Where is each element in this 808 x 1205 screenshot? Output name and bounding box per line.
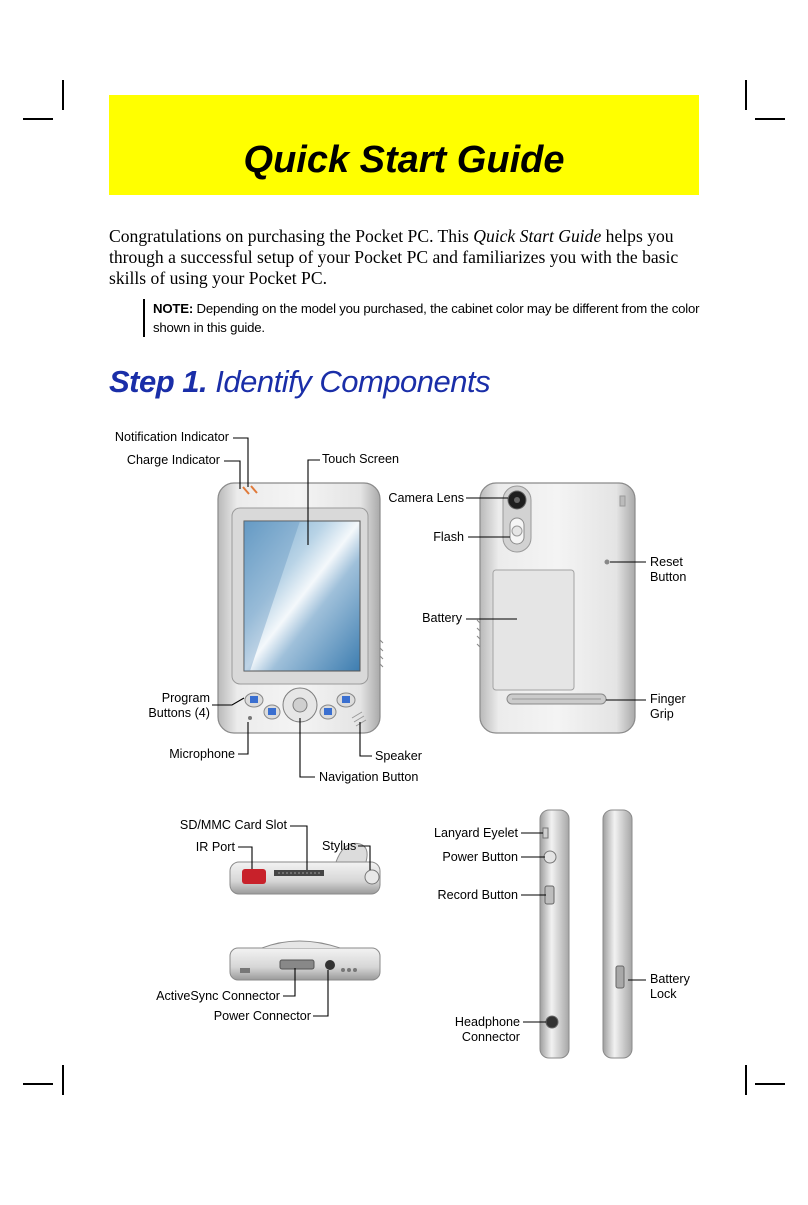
label-program-buttons: Program Buttons (4) bbox=[148, 691, 210, 720]
label-ir-port: IR Port bbox=[195, 840, 235, 854]
label-power-button: Power Button bbox=[442, 850, 518, 864]
label-power-connector: Power Connector bbox=[213, 1009, 311, 1023]
label-camera-lens: Camera Lens bbox=[388, 491, 464, 505]
label-speaker: Speaker bbox=[375, 749, 422, 763]
label-lanyard-eyelet: Lanyard Eyelet bbox=[433, 826, 518, 840]
label-record-button: Record Button bbox=[437, 888, 518, 902]
note-text: Depending on the model you purchased, th… bbox=[153, 301, 700, 335]
crop-mark-top-left-h bbox=[23, 118, 53, 120]
leader-lines bbox=[212, 437, 646, 1023]
step-number: Step 1. bbox=[109, 364, 208, 399]
label-stylus: Stylus bbox=[322, 839, 357, 853]
label-finger-grip: Finger Grip bbox=[650, 692, 686, 721]
label-battery: Battery bbox=[422, 611, 462, 625]
label-reset-button: Reset Button bbox=[650, 555, 687, 584]
label-sd-mmc-card-slot: SD/MMC Card Slot bbox=[179, 818, 287, 832]
title-banner: Quick Start Guide bbox=[109, 95, 699, 195]
label-battery-lock: Battery Lock bbox=[650, 972, 690, 1001]
label-activesync-connector: ActiveSync Connector bbox=[156, 989, 280, 1003]
page-title: Quick Start Guide bbox=[243, 139, 565, 181]
crop-mark-bottom-left-v bbox=[62, 1065, 64, 1095]
label-charge-indicator: Charge Indicator bbox=[126, 453, 220, 467]
crop-mark-top-left-v bbox=[62, 80, 64, 110]
crop-mark-bottom-right-v bbox=[745, 1065, 747, 1095]
label-touch-screen: Touch Screen bbox=[322, 452, 400, 466]
device-left-side-view bbox=[539, 809, 570, 1059]
device-top-view bbox=[229, 842, 381, 895]
crop-mark-bottom-left-h bbox=[23, 1083, 53, 1085]
device-right-side-view bbox=[602, 809, 633, 1059]
step-title: Identify Components bbox=[207, 364, 491, 399]
intro-text-start: Congratulations on purchasing the Pocket… bbox=[109, 226, 474, 246]
note-block: NOTE: Depending on the model you purchas… bbox=[143, 299, 713, 337]
crop-mark-top-right-v bbox=[745, 80, 747, 110]
label-headphone-connector: Headphone Connector bbox=[454, 1015, 520, 1044]
label-flash: Flash bbox=[433, 530, 464, 544]
intro-text-end: helps you through a successful setup of … bbox=[109, 226, 679, 288]
step-heading: Step 1. Identify Components bbox=[109, 362, 491, 402]
crop-mark-top-right-h bbox=[755, 118, 785, 120]
device-back-view bbox=[476, 482, 636, 734]
label-notification-indicator: Notification Indicator bbox=[114, 430, 229, 444]
label-navigation-button: Navigation Button bbox=[319, 770, 419, 784]
label-microphone: Microphone bbox=[169, 747, 235, 761]
intro-guide-name: Quick Start Guide bbox=[473, 226, 602, 246]
intro-paragraph: Congratulations on purchasing the Pocket… bbox=[109, 226, 701, 289]
note-label: NOTE: bbox=[153, 301, 194, 316]
crop-mark-bottom-right-h bbox=[755, 1083, 785, 1085]
device-bottom-view bbox=[229, 940, 381, 981]
device-front-view bbox=[217, 482, 384, 734]
